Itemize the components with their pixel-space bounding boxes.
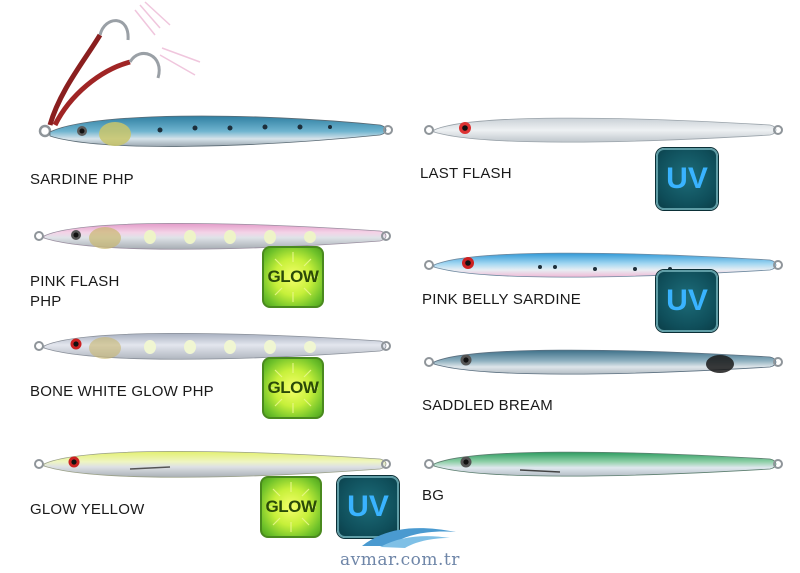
wave-logo-icon xyxy=(362,528,456,548)
lure-saddled-bream xyxy=(424,349,783,375)
lure-label: SADDLED BREAM xyxy=(422,397,553,414)
lure-label: PINK BELLY SARDINE xyxy=(422,291,581,308)
uv-badge-icon: UV xyxy=(656,148,718,210)
glow-badge-icon: GLOW xyxy=(262,246,324,308)
lure-label: PINK FLASH xyxy=(30,273,120,290)
lure-bone-white-glow-php xyxy=(34,332,391,360)
lure-label: SARDINE PHP xyxy=(30,171,134,188)
lure-label: GLOW YELLOW xyxy=(30,501,145,518)
lure-glow-yellow xyxy=(34,450,391,478)
lure-label: BONE WHITE GLOW PHP xyxy=(30,383,214,400)
uv-badge-icon: UV xyxy=(656,270,718,332)
lure-pink-belly-sardine xyxy=(424,252,783,278)
glow-badge-icon: GLOW xyxy=(262,357,324,419)
watermark-text: avmar.com.tr xyxy=(340,550,460,570)
lure-label-line2: PHP xyxy=(30,293,62,310)
glow-badge-icon: GLOW xyxy=(260,476,322,538)
lure-bg xyxy=(424,451,783,477)
lure-label: LAST FLASH xyxy=(420,165,512,182)
lure-sardine-php xyxy=(38,1,393,147)
uv-badge-icon: UV xyxy=(337,476,399,538)
assist-hook-icon xyxy=(38,1,201,138)
lure-label: BG xyxy=(422,487,445,504)
lure-last-flash xyxy=(424,117,783,143)
lure-pink-flash-php xyxy=(34,222,391,250)
